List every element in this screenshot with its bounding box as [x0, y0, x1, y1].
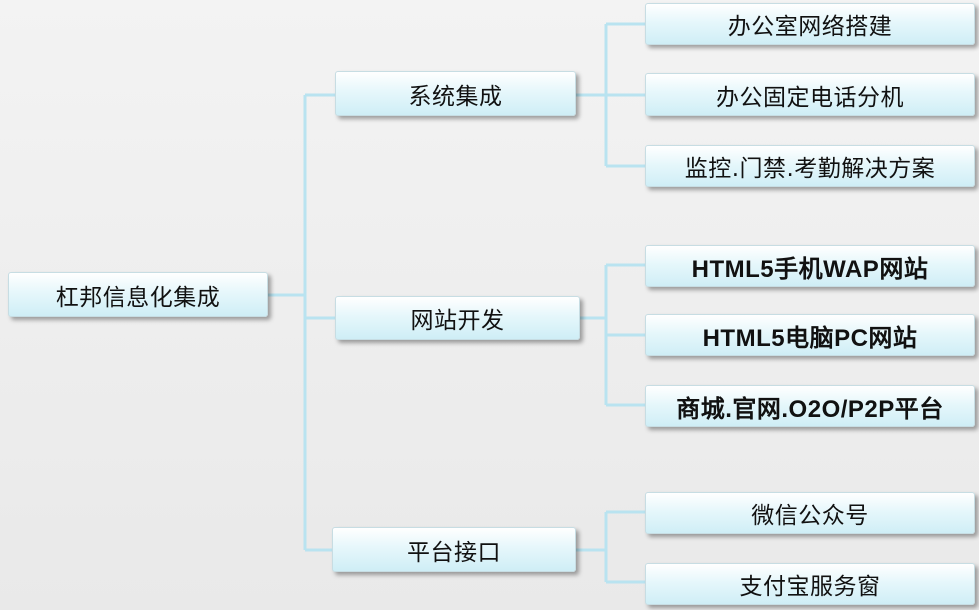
branch-node-platform-interface: 平台接口	[332, 527, 576, 572]
leaf-node: 监控.门禁.考勤解决方案	[645, 145, 975, 187]
branch-label: 网站开发	[410, 308, 505, 334]
leaf-node: 办公室网络搭建	[645, 3, 975, 45]
leaf-node: HTML5电脑PC网站	[645, 314, 975, 356]
branch-node-system-integration: 系统集成	[335, 71, 576, 116]
leaf-label: 办公室网络搭建	[727, 14, 893, 40]
leaf-label: 商城.官网.O2O/P2P平台	[676, 395, 944, 423]
branch-label: 系统集成	[408, 83, 503, 110]
leaf-node: 微信公众号	[645, 492, 975, 534]
leaf-label: HTML5电脑PC网站	[702, 324, 918, 352]
branch-node-website-development: 网站开发	[335, 296, 580, 340]
branch-label: 平台接口	[407, 539, 501, 566]
leaf-node: 商城.官网.O2O/P2P平台	[645, 385, 975, 427]
leaf-label: 微信公众号	[751, 503, 869, 529]
leaf-label: HTML5手机WAP网站	[691, 255, 929, 283]
leaf-label: 办公固定电话分机	[716, 84, 904, 111]
root-node: 杠邦信息化集成	[8, 272, 268, 317]
leaf-node: HTML5手机WAP网站	[645, 245, 975, 287]
leaf-node: 支付宝服务窗	[645, 563, 975, 605]
leaf-label: 监控.门禁.考勤解决方案	[684, 156, 936, 182]
root-label: 杠邦信息化集成	[55, 284, 221, 311]
leaf-node: 办公固定电话分机	[645, 73, 975, 116]
leaf-label: 支付宝服务窗	[739, 574, 881, 600]
